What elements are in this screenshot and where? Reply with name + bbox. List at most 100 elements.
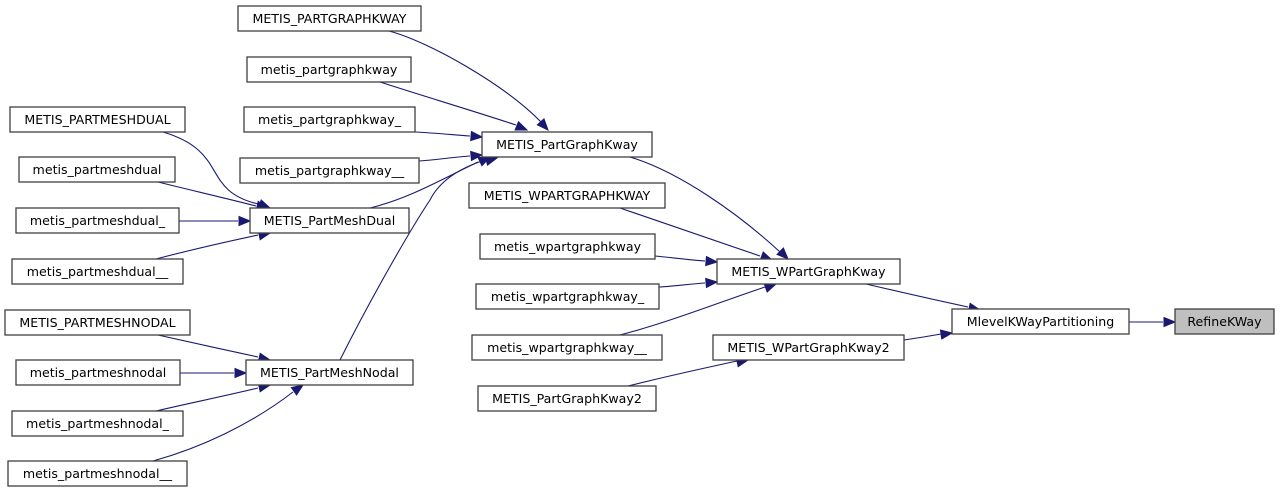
edge-line	[414, 131, 471, 137]
nodes-layer: METIS_PARTGRAPHKWAY metis_partgraphkwayme…	[4, 5, 1275, 487]
node-label: metis_partmeshdual_	[30, 213, 166, 228]
edge-metis-partgraphkway-to-metis-partgraphkway	[418, 150, 484, 162]
arrowhead-icon	[1163, 316, 1177, 328]
edge-line	[155, 234, 259, 260]
edge-metis-wpartgraphkway2-to-mlevelkwaypartitioning	[903, 329, 954, 341]
node-box	[243, 106, 416, 133]
node-metis-wpartgraphkway[interactable]: METIS_WPartGraphKway	[716, 258, 901, 285]
arrowhead-icon	[776, 247, 789, 260]
node-metis-partgraphkway[interactable]: metis_partgraphkway_	[243, 106, 416, 133]
edge-metis-wpartgraphkway-to-metis-wpartgraphkway	[658, 277, 719, 289]
node-metis-partgraphkway[interactable]: metis_partgraphkway	[246, 56, 412, 83]
node-metis-partgraphkway2[interactable]: METIS_PartGraphKway2	[477, 385, 657, 412]
node-metis-partmeshdual[interactable]: metis_partmeshdual_	[15, 207, 180, 234]
node-label: METIS_WPartGraphKway	[731, 264, 886, 279]
node-label: RefineKWay	[1187, 314, 1262, 329]
edge-metis-partgraphkway-to-metis-partgraphkway	[414, 130, 484, 142]
node-label: metis_wpartgraphkway__	[487, 340, 647, 355]
edge-metis-partgraphkway-to-metis-partgraphkway	[379, 81, 529, 131]
node-box	[479, 233, 656, 260]
node-box	[4, 309, 191, 336]
node-label: METIS_PartMeshNodal	[260, 365, 399, 380]
arrowhead-icon	[234, 367, 248, 379]
node-label: metis_partgraphkway_	[258, 112, 402, 127]
node-metis-partmeshdual[interactable]: metis_partmeshdual__	[11, 258, 184, 285]
node-box	[477, 385, 657, 412]
edge-line	[619, 286, 766, 336]
node-label: METIS_WPartGraphKway2	[727, 340, 889, 355]
node-box	[11, 410, 184, 437]
node-box	[481, 131, 653, 158]
node-label: metis_partgraphkway__	[255, 163, 405, 178]
node-box	[246, 56, 412, 83]
node-metis-partmeshdual[interactable]: METIS_PARTMESHDUAL	[9, 106, 186, 133]
arrowhead-icon	[238, 215, 252, 227]
edge-line	[865, 283, 969, 308]
node-box	[15, 207, 180, 234]
node-box	[239, 157, 420, 184]
node-label: metis_partmeshdual__	[27, 264, 169, 279]
edge-line	[152, 391, 294, 462]
edge-metis-partmeshnodal-to-metis-partmeshnodal	[180, 367, 248, 379]
edge-line	[627, 360, 738, 387]
node-label: metis_wpartgraphkway	[494, 239, 642, 254]
node-box	[245, 359, 414, 386]
node-mlevelkwaypartitioning[interactable]: MlevelKWayPartitioning	[951, 308, 1130, 335]
edge-metis-partgraphkway-to-metis-wpartgraphkway	[629, 156, 789, 260]
node-label: metis_partmeshnodal	[30, 365, 167, 380]
node-box	[951, 308, 1130, 335]
node-refinekway-current: RefineKWay	[1174, 308, 1275, 335]
node-box	[18, 156, 176, 183]
node-metis-partmeshnodal[interactable]: METIS_PARTMESHNODAL	[4, 309, 191, 336]
edge-line	[379, 81, 517, 126]
edge-line	[157, 334, 259, 358]
node-label: metis_partmeshnodal_	[26, 416, 170, 431]
node-metis-wpartgraphkway[interactable]: metis_wpartgraphkway	[479, 233, 656, 260]
node-label: MlevelKWayPartitioning	[967, 314, 1114, 329]
node-metis-wpartgraphkway[interactable]: metis_wpartgraphkway__	[471, 334, 663, 361]
node-metis-partmeshdual[interactable]: metis_partmeshdual	[18, 156, 176, 183]
arrowhead-icon	[470, 150, 484, 162]
edge-line	[654, 255, 706, 262]
node-box	[712, 334, 905, 361]
node-metis-partmeshnodal[interactable]: METIS_PartMeshNodal	[245, 359, 414, 386]
arrowhead-icon	[536, 117, 549, 131]
node-metis-wpartgraphkway[interactable]: METIS_WPARTGRAPHKWAY	[468, 182, 666, 209]
arrowhead-icon	[290, 384, 305, 396]
edge-line	[388, 30, 542, 123]
node-label: metis_partgraphkway	[261, 62, 398, 77]
arrowhead-icon	[705, 255, 719, 267]
arrowhead-icon	[514, 120, 529, 131]
edge-metis-partmeshnodal-to-metis-partmeshnodal	[152, 384, 305, 462]
edge-metis-wpartgraphkway-to-metis-wpartgraphkway	[654, 255, 719, 267]
arrowhead-icon	[470, 130, 484, 142]
edge-line	[157, 181, 257, 207]
node-label: METIS_WPARTGRAPHKWAY	[484, 188, 651, 203]
node-metis-partmeshdual[interactable]: METIS_PartMeshDual	[249, 207, 410, 234]
node-metis-partgraphkway[interactable]: metis_partgraphkway__	[239, 157, 420, 184]
node-label: METIS_PartMeshDual	[264, 213, 395, 228]
node-metis-partmeshnodal[interactable]: metis_partmeshnodal_	[11, 410, 184, 437]
edge-line	[155, 387, 259, 412]
node-metis-partgraphkway[interactable]: METIS_PartGraphKway	[481, 131, 653, 158]
arrowhead-icon	[705, 277, 719, 289]
node-box	[11, 258, 184, 285]
node-box	[9, 106, 186, 133]
node-box	[1174, 308, 1275, 335]
node-box	[475, 283, 660, 310]
edge-line	[162, 131, 259, 205]
edge-line	[903, 333, 942, 341]
node-metis-partmeshnodal[interactable]: metis_partmeshnodal__	[7, 460, 188, 487]
arrowhead-icon	[939, 329, 954, 340]
node-metis-partgraphkway[interactable]: METIS_PARTGRAPHKWAY	[237, 5, 422, 32]
node-metis-partmeshnodal[interactable]: metis_partmeshnodal	[15, 359, 181, 386]
node-label: METIS_PARTMESHNODAL	[19, 315, 175, 330]
node-metis-wpartgraphkway2[interactable]: METIS_WPartGraphKway2	[712, 334, 905, 361]
node-box	[716, 258, 901, 285]
edge-line	[339, 159, 486, 361]
node-metis-wpartgraphkway[interactable]: metis_wpartgraphkway_	[475, 283, 660, 310]
node-box	[468, 182, 666, 209]
edge-mlevelkwaypartitioning-to-refinekway	[1129, 316, 1177, 328]
edge-metis-partmeshdual-to-metis-partmeshdual	[179, 215, 252, 227]
